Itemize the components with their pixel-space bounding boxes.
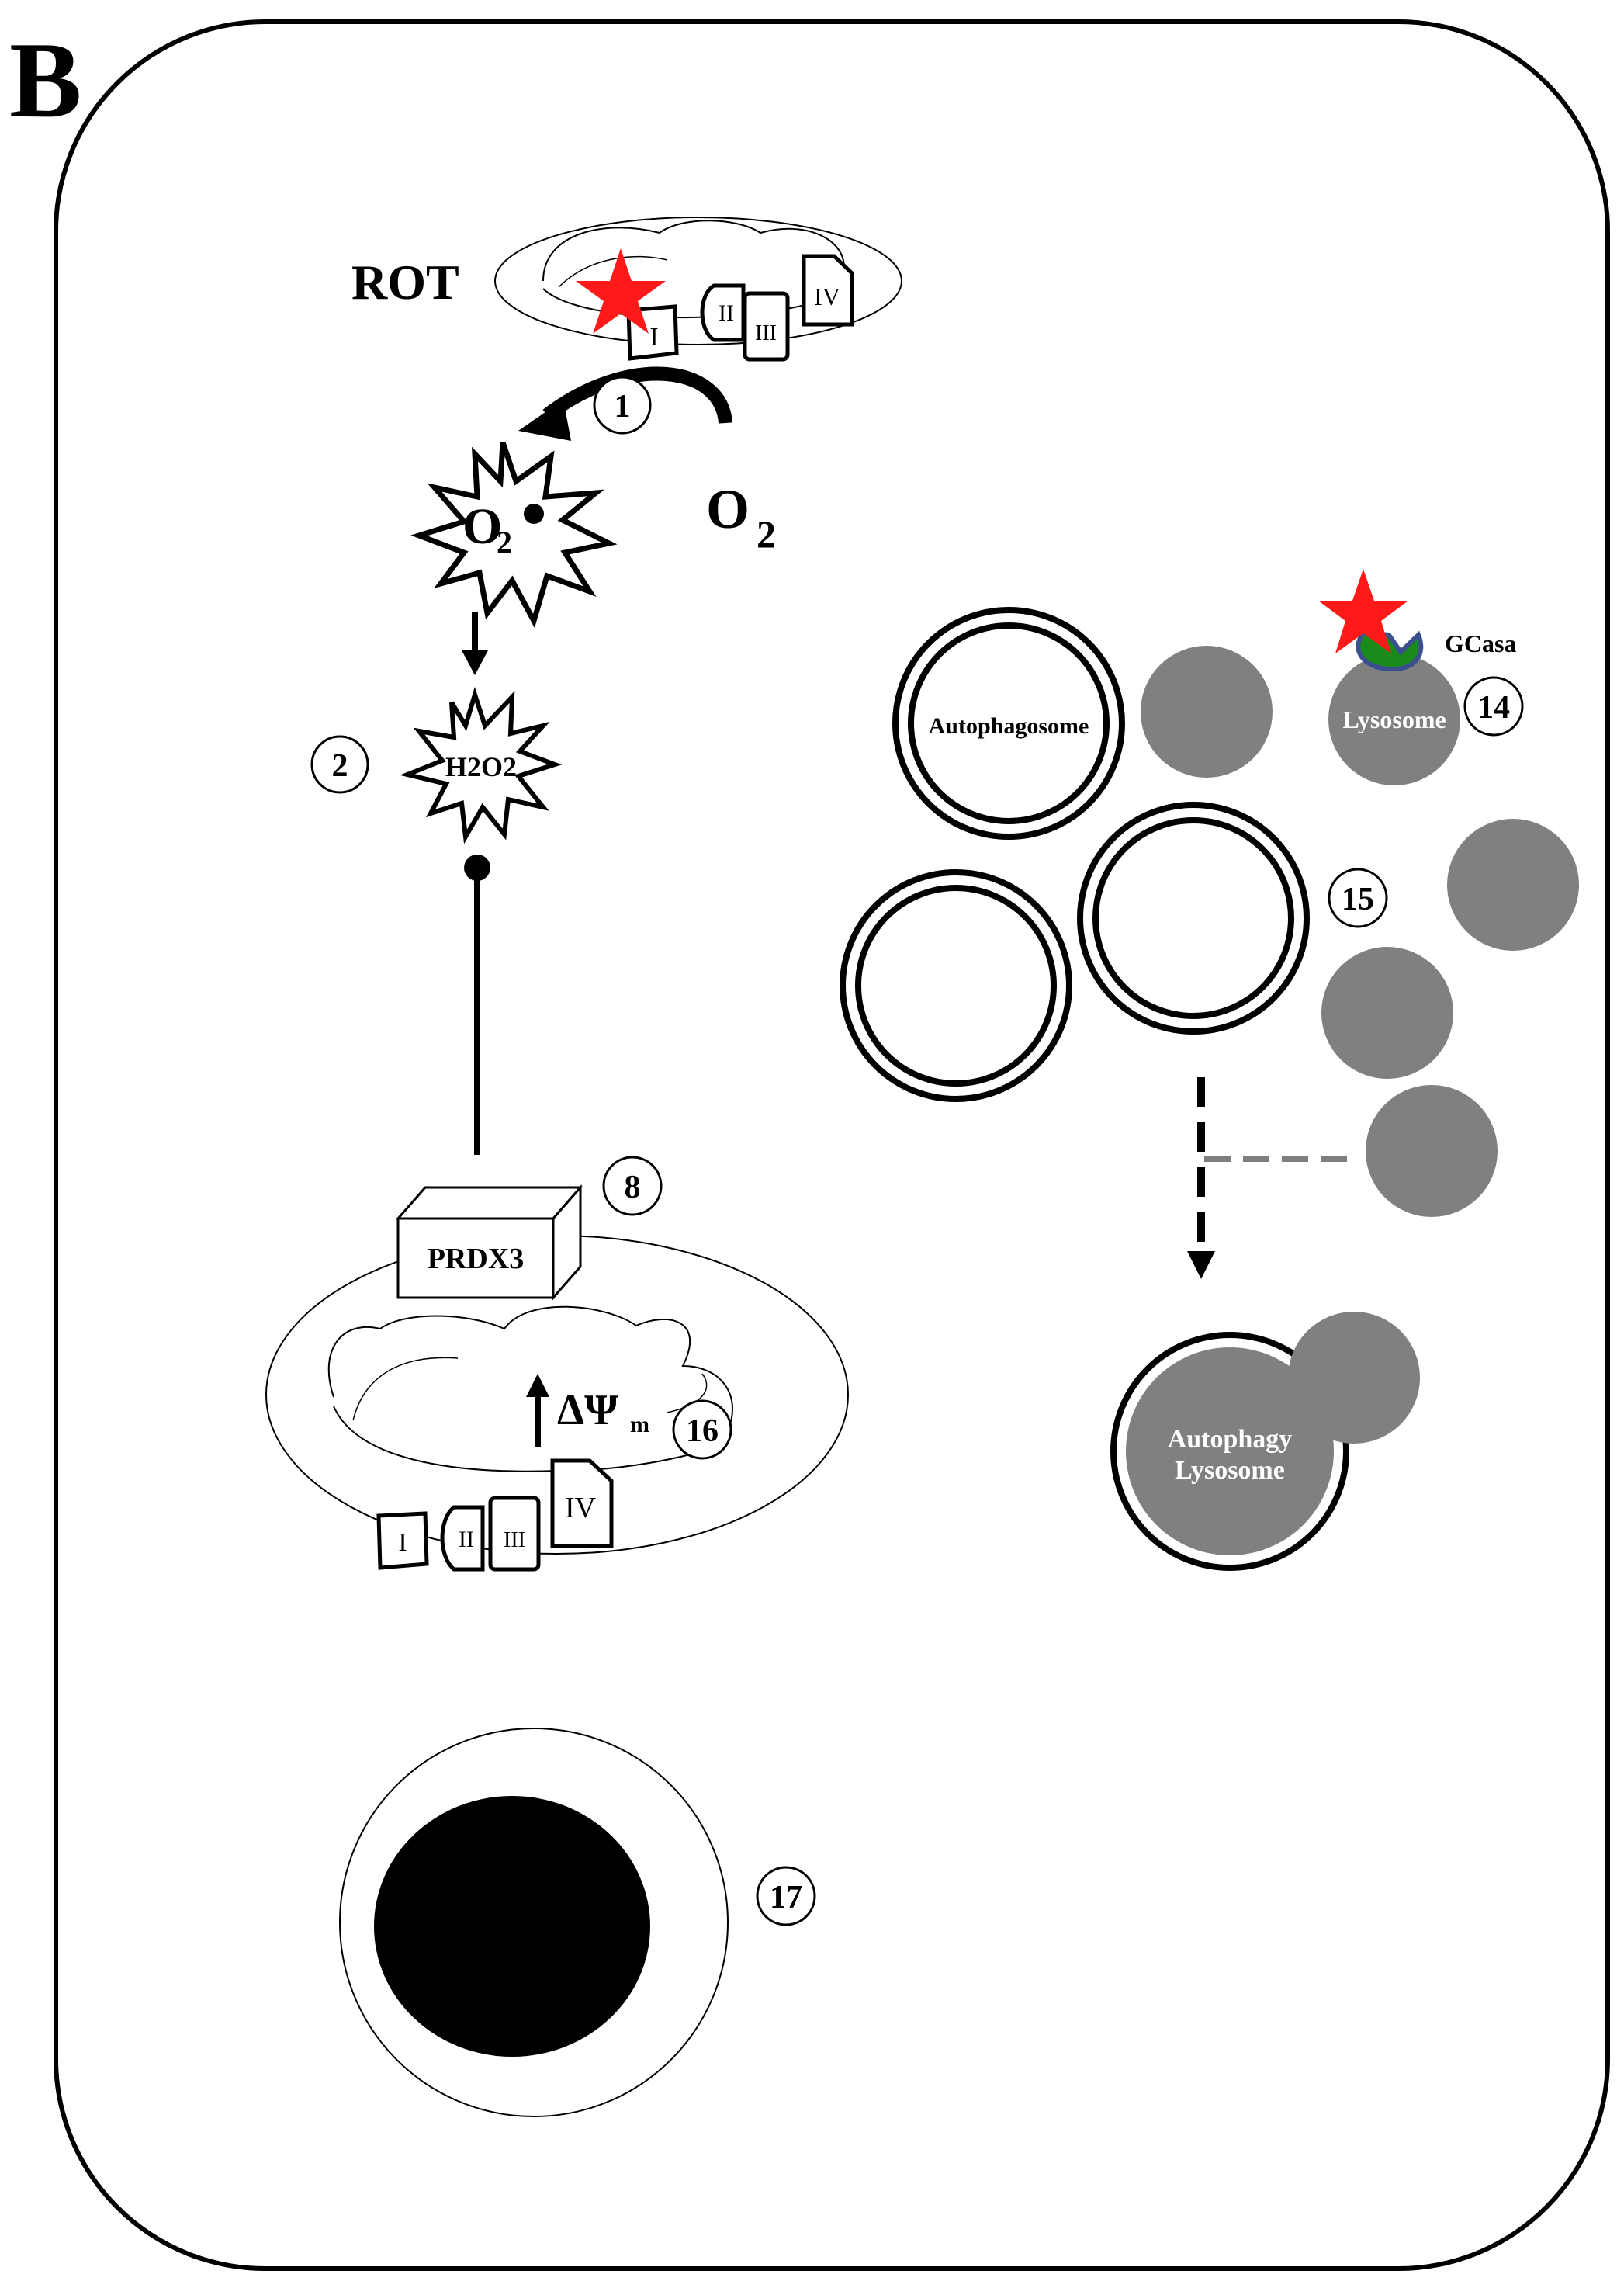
step-14-marker: 14 [1463, 676, 1524, 737]
svg-text:17: 17 [770, 1880, 802, 1915]
lysosome-2 [1447, 819, 1579, 951]
lysosome-1 [1141, 646, 1273, 778]
svg-text:m: m [630, 1412, 649, 1437]
svg-text:O: O [462, 498, 502, 555]
svg-text:PRDX3: PRDX3 [428, 1243, 525, 1275]
svg-text:O: O [706, 478, 750, 540]
lysosome-3 [1321, 947, 1453, 1079]
lysosome-gcasa: Lysosome GCasa [1318, 569, 1516, 785]
step-16-marker: 16 [672, 1399, 732, 1460]
autophagy-lysosome: Autophagy Lysosome [1110, 1312, 1420, 1571]
superoxide-burst: O 2 [410, 441, 618, 629]
h2o2-burst: H2O2 [400, 686, 563, 844]
autophagosome-labeled: Autophagosome [892, 607, 1125, 840]
svg-text:15: 15 [1342, 882, 1374, 917]
complex-ii-bottom: II [440, 1505, 485, 1572]
svg-text:14: 14 [1477, 690, 1510, 726]
arrow-superoxide-to-h2o2-head-icon [462, 650, 488, 675]
oxygen-label: O 2 [706, 478, 776, 556]
svg-text:2: 2 [497, 525, 512, 560]
complex-iv-top: IV [802, 254, 854, 327]
step-15-marker: 15 [1328, 868, 1388, 928]
svg-text:I: I [649, 323, 658, 352]
svg-text:II: II [459, 1527, 474, 1552]
curved-arrow-1-head-icon [518, 400, 571, 441]
svg-text:IV: IV [814, 283, 840, 310]
svg-text:III: III [504, 1528, 525, 1552]
svg-text:IV: IV [565, 1492, 597, 1524]
step-1-marker: 1 [593, 376, 652, 435]
svg-text:Autophagy: Autophagy [1168, 1425, 1293, 1454]
condensed-nucleus [339, 1728, 729, 2117]
svg-text:2: 2 [332, 748, 348, 784]
svg-text:Autophagosome: Autophagosome [929, 713, 1089, 739]
svg-text:II: II [719, 300, 734, 326]
bottom-mitochondrion: I II III IV [265, 1235, 849, 1572]
svg-text:2: 2 [757, 512, 776, 556]
step-17-marker: 17 [756, 1866, 816, 1926]
lysosome-4 [1366, 1085, 1498, 1217]
delta-psi-label: ΔΨ m [557, 1386, 649, 1437]
membrane-potential-up-arrow-head-icon [526, 1374, 549, 1397]
autophagosome-3 [1077, 802, 1310, 1035]
cell-outline [54, 19, 1610, 2271]
rot-label: ROT [351, 255, 459, 310]
svg-text:16: 16 [686, 1413, 719, 1449]
step-2-marker: 2 [310, 735, 369, 794]
svg-text:III: III [755, 321, 777, 345]
gcasa-inhibitor-star-icon [1318, 569, 1408, 653]
svg-text:I: I [398, 1528, 407, 1557]
svg-text:Lysosome: Lysosome [1175, 1456, 1285, 1485]
svg-text:H2O2: H2O2 [445, 751, 517, 782]
svg-text:8: 8 [625, 1170, 641, 1205]
autophagosome-2 [840, 869, 1072, 1102]
complex-iii-top: III [743, 291, 790, 362]
prdx3-box: PRDX3 [395, 1184, 583, 1301]
panel-label: B [9, 20, 81, 140]
top-mitochondrion: I II III IV [494, 217, 902, 362]
complex-ii-top: II [700, 283, 746, 342]
svg-text:GCasa: GCasa [1445, 629, 1516, 657]
fusion-dashed-arrow-head-icon [1187, 1251, 1215, 1279]
svg-text:Lysosome: Lysosome [1342, 705, 1446, 733]
step-8-marker: 8 [602, 1156, 663, 1216]
rotenone-star-icon [576, 248, 666, 334]
svg-text:1: 1 [615, 389, 631, 425]
svg-text:ΔΨ: ΔΨ [557, 1386, 618, 1434]
curved-arrow-1 [542, 366, 732, 425]
complex-iii-bottom: III [488, 1496, 541, 1572]
complex-i-bottom: I [376, 1511, 429, 1570]
complex-iv-bottom: IV [550, 1458, 614, 1548]
